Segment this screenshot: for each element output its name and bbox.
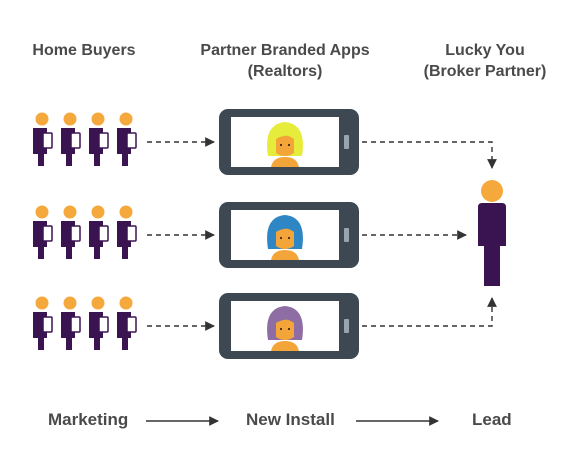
row-2 [33,202,359,268]
home-buyer-icon [33,112,53,166]
broker-person-icon [478,180,506,286]
phone-icon [219,202,359,268]
home-buyer-icon [89,296,109,350]
home-buyer-icon [61,205,81,259]
header-broker-line1: Lucky You [445,42,525,59]
home-buyer-icon [61,112,81,166]
header-broker: Lucky You (Broker Partner) [405,40,565,82]
phone-icon [219,109,359,175]
home-buyer-icon [61,296,81,350]
row-3 [33,293,359,359]
realtor-avatar-icon [267,306,303,351]
realtor-avatar-icon [267,215,303,260]
connector-row3-to-broker [362,297,497,327]
header-home-buyers-label: Home Buyers [32,42,136,59]
home-buyer-icon [89,205,109,259]
header-partner-apps-line2: (Realtors) [247,63,323,80]
home-buyer-icon [117,296,137,350]
row-1 [33,109,359,175]
footer-new-install: New Install [246,410,335,429]
footer-lead: Lead [472,410,512,429]
home-buyer-icon [117,205,137,259]
realtor-avatar-icon [267,122,303,167]
header-partner-apps: Partner Branded Apps (Realtors) [190,40,380,82]
rows-layer [33,109,359,359]
header-partner-apps-line1: Partner Branded Apps [200,42,370,59]
header-broker-line2: (Broker Partner) [423,63,547,80]
header-home-buyers: Home Buyers [14,40,154,61]
footer-marketing: Marketing [48,410,129,429]
home-buyer-icon [33,205,53,259]
home-buyer-icon [89,112,109,166]
phone-icon [219,293,359,359]
connector-row1-to-broker [362,141,497,169]
home-buyer-icon [117,112,137,166]
home-buyer-icon [33,296,53,350]
